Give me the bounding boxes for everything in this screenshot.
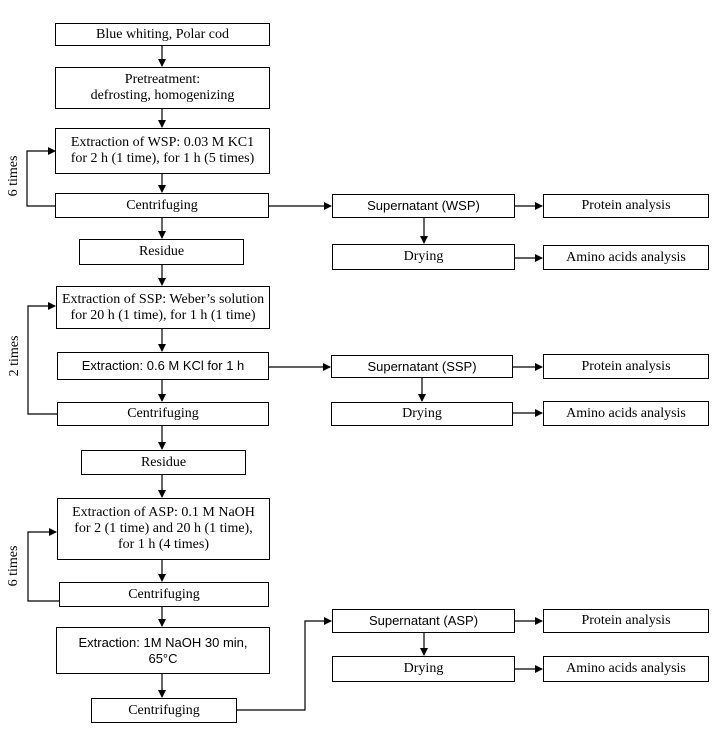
node-text-line: Extraction of WSP: 0.03 M KC1 xyxy=(70,135,255,150)
node-text-line: defrosting, homogenizing xyxy=(90,88,235,103)
node-text-line: Centrifuging xyxy=(128,702,200,718)
node-text-line: Centrifuging xyxy=(127,406,199,421)
node-text-line: Amino acids analysis xyxy=(566,405,686,421)
supernatant-ssp-box: Supernatant (SSP) xyxy=(331,355,513,378)
node-text-line: Drying xyxy=(402,406,442,421)
arrow-centrifuge4-to-sup-asp xyxy=(237,617,332,711)
node-text-line: Protein analysis xyxy=(581,613,671,628)
node-text-line: for 2 (1 time) and 20 h (1 time), xyxy=(74,521,253,536)
node-text-line: for 20 h (1 time), for 1 h (1 time) xyxy=(70,307,256,323)
node-text-line: Amino acids analysis xyxy=(566,661,686,676)
centrifuging-1-box: Centrifuging xyxy=(55,193,269,218)
amino-acids-analysis-2-box: Amino acids analysis xyxy=(543,401,709,426)
node-text-line: Residue xyxy=(140,454,187,470)
node-text-line: Drying xyxy=(403,249,444,264)
node-text-line: Residue xyxy=(138,244,185,259)
amino-acids-analysis-3-box: Amino acids analysis xyxy=(543,656,709,682)
node-text-line: for 2 h (1 time), for 1 h (5 times) xyxy=(70,151,255,166)
loop-ssp xyxy=(27,302,57,415)
node-text-line: Extraction: 1M NaOH 30 min, xyxy=(78,634,248,650)
centrifuging-2-box: Centrifuging xyxy=(57,402,269,426)
residue-1-box: Residue xyxy=(79,239,244,265)
drying-3-box: Drying xyxy=(332,656,515,682)
residue-2-box: Residue xyxy=(81,450,246,475)
node-text-line: Extraction of SSP: Weber’s solution xyxy=(61,291,265,307)
node-text-line: Supernatant (WSP) xyxy=(367,198,480,213)
node-text-line: 65°C xyxy=(148,650,178,666)
blue-whiting-polar-cod-box: Blue whiting, Polar cod xyxy=(55,23,270,46)
node-text-line: Amino acids analysis xyxy=(566,249,686,265)
node-text-line: Supernatant (ASP) xyxy=(368,613,479,628)
node-text-line: Blue whiting, Polar cod xyxy=(96,26,229,42)
node-text-line: Drying xyxy=(403,661,444,676)
protein-analysis-1-box: Protein analysis xyxy=(543,194,709,218)
node-text-line: Protein analysis xyxy=(581,198,671,213)
drying-2-box: Drying xyxy=(331,402,513,426)
naoh-extraction-box: Extraction: 1M NaOH 30 min,65°C xyxy=(56,627,270,674)
node-text-line: Centrifuging xyxy=(128,586,200,602)
loop-wsp xyxy=(26,147,56,207)
centrifuging-4-box: Centrifuging xyxy=(91,698,237,723)
drying-1-box: Drying xyxy=(332,244,515,270)
node-text-line: Pretreatment: xyxy=(124,72,201,87)
node-text-line: Protein analysis xyxy=(581,358,671,374)
node-text-line: Centrifuging xyxy=(126,197,198,213)
node-text-line: for 1 h (4 times) xyxy=(118,537,209,552)
protein-analysis-3-box: Protein analysis xyxy=(543,609,709,633)
wsp-loop-count-label: 6 times xyxy=(6,155,21,197)
supernatant-asp-box: Supernatant (ASP) xyxy=(332,609,515,633)
node-text-line: Supernatant (SSP) xyxy=(367,358,477,374)
centrifuging-3-box: Centrifuging xyxy=(59,582,269,607)
node-text-line: Extraction: 0.6 M KCl for 1 h xyxy=(81,358,245,373)
protein-analysis-2-box: Protein analysis xyxy=(543,354,709,379)
amino-acids-analysis-1-box: Amino acids analysis xyxy=(543,245,709,270)
pretreatment-box: Pretreatment:defrosting, homogenizing xyxy=(55,67,270,109)
asp-loop-count-label: 6 times xyxy=(6,545,21,587)
kcl-extraction-box: Extraction: 0.6 M KCl for 1 h xyxy=(57,352,269,380)
supernatant-wsp-box: Supernatant (WSP) xyxy=(332,194,515,218)
ssp-loop-count-label: 2 times xyxy=(7,335,22,377)
node-text-line: Extraction of ASP: 0.1 M NaOH xyxy=(72,505,255,520)
loop-asp xyxy=(27,528,59,602)
